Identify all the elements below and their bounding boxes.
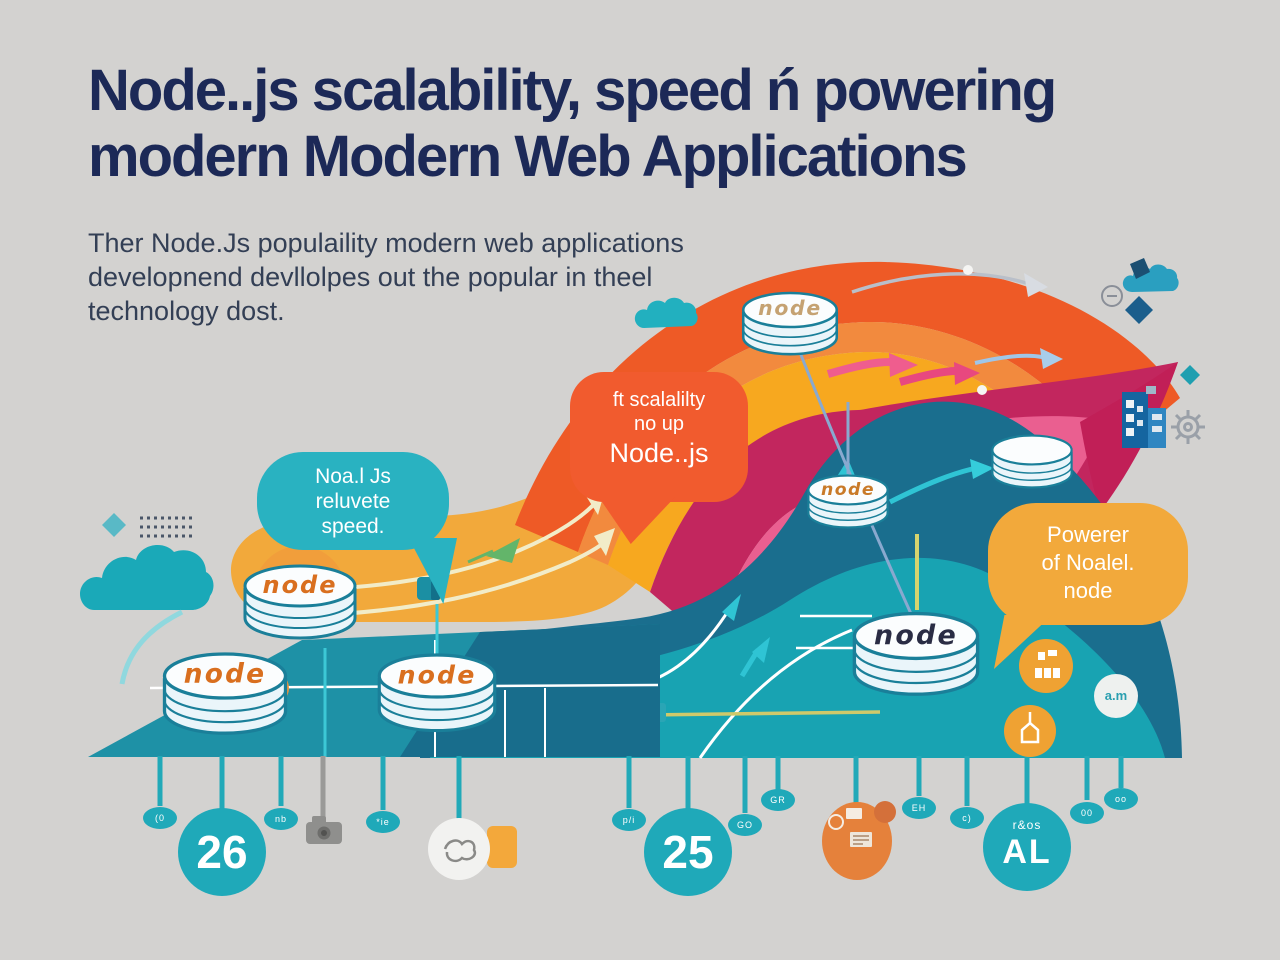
timeline-stems xyxy=(157,756,1124,820)
pink-arrowhead-1 xyxy=(889,353,918,377)
white-dot-2 xyxy=(977,385,987,395)
orange-badge-icon-2 xyxy=(1004,705,1056,757)
bubble-line: Powerer xyxy=(1047,522,1129,547)
node-cylinder-3: node xyxy=(377,653,497,733)
gray-top-arrow-tail xyxy=(851,272,1027,294)
building-icon xyxy=(1122,386,1166,448)
cylinder-label: node xyxy=(821,480,875,500)
mini-bubble: 00 xyxy=(1070,802,1104,824)
teal-arrow-into-cyl xyxy=(888,466,973,505)
page-subtitle: Ther Node.Js populaility modern web appl… xyxy=(88,226,684,328)
right-decorations xyxy=(634,258,1205,448)
speech-bubble-yellow: Powerer of Noalel. node xyxy=(988,503,1188,669)
subtitle-line-3: technology dost. xyxy=(88,296,285,326)
cloud-icon-left xyxy=(80,545,214,610)
subtitle-line-2: developnend devllolpes out the popular i… xyxy=(88,262,653,292)
bubble-line: ft scalalilty xyxy=(612,389,706,411)
bubble-line: node xyxy=(1063,578,1113,603)
mini-bubble: c) xyxy=(950,807,984,829)
navy-diamond-on-cloud xyxy=(1130,258,1150,279)
cylinder-label: node xyxy=(262,571,337,599)
node-cylinder-2: node xyxy=(162,652,288,735)
mini-bubble: EH xyxy=(902,797,936,819)
teal-arrowhead-right xyxy=(970,459,994,479)
lightblue-arrowhead xyxy=(1040,348,1063,369)
mini-bubble: nb xyxy=(264,808,298,830)
arc-orange xyxy=(515,261,1180,552)
stat-sublabel: r&os xyxy=(1012,818,1042,832)
camera-icon xyxy=(306,816,342,844)
bubble-line: Node..js xyxy=(609,438,709,468)
white-badge: a.m xyxy=(1094,674,1138,718)
orange-badge-icon-1 xyxy=(1019,639,1073,693)
stat-value: 26 xyxy=(196,826,248,878)
cloud-icon-middle xyxy=(634,297,698,328)
lightblue-arrow-tail xyxy=(974,353,1043,365)
cylinder-label: node xyxy=(398,660,477,689)
mini-bubble: GO xyxy=(728,814,762,836)
green-arrowhead xyxy=(486,538,520,563)
navy-diamond-icon xyxy=(1125,296,1153,324)
node-cylinder-4: node xyxy=(741,291,839,356)
title-line-1: Node..js scalability, speed ń powering xyxy=(88,58,1057,123)
cylinder-label: node xyxy=(184,659,267,690)
swirl-line xyxy=(119,609,184,685)
mini-bubble: (0 xyxy=(143,807,177,829)
left-decorations xyxy=(80,513,440,685)
small-diamond-icon xyxy=(102,513,126,537)
teal-arrowhead-up-2 xyxy=(752,637,770,663)
node-cylinder-5: node xyxy=(807,474,889,529)
gear-icon xyxy=(1171,410,1205,444)
mini-bubble: oo xyxy=(1104,788,1138,810)
stat-circle-al: r&os AL xyxy=(983,803,1071,891)
bubble-line: speed. xyxy=(321,515,385,538)
speech-bubble-orange: ft scalalilty no up Node..js xyxy=(570,372,748,544)
orange-blob-icon xyxy=(822,801,896,880)
green-arrow-tail xyxy=(467,549,494,564)
cylinder-label: node xyxy=(874,620,958,651)
stat-value: 25 xyxy=(662,826,714,878)
bubble-line: Noa.l Js xyxy=(315,465,391,488)
cylinder-label: node xyxy=(758,296,822,320)
arc-arrows xyxy=(826,265,1063,395)
node-cylinder-7 xyxy=(991,434,1073,489)
document-circle-icon xyxy=(428,818,517,880)
teal-arrowhead-up-1 xyxy=(722,594,741,621)
bubble-line: reluvete xyxy=(315,490,391,513)
mini-bubble: *ie xyxy=(366,811,400,833)
stat-circle-25: 25 xyxy=(644,808,732,896)
circle-dash-icon xyxy=(1101,285,1123,307)
subtitle-line-1: Ther Node.Js populaility modern web appl… xyxy=(88,228,684,258)
stat-value: AL xyxy=(1002,833,1052,871)
white-flow-curve-2 xyxy=(698,628,853,759)
node-cylinder-6: node xyxy=(852,611,980,696)
pink-arrow-tail-1 xyxy=(826,358,891,378)
stat-circle-26: 26 xyxy=(178,808,266,896)
cream-arrowhead-2 xyxy=(594,528,615,556)
mini-bubble: GR xyxy=(761,789,795,811)
pink-arrow-tail-2 xyxy=(898,367,957,386)
white-dot-1 xyxy=(963,265,973,275)
cream-arrow-tail-2 xyxy=(299,539,608,618)
title-line-2: modern Modern Web Applications xyxy=(88,124,968,189)
mini-bubble: p/i xyxy=(612,809,646,831)
page-title: Node..js scalability, speed ń powering m… xyxy=(88,58,1057,190)
bubble-line: no up xyxy=(633,413,685,435)
teal-diamond-small xyxy=(1180,365,1200,385)
speech-bubble-teal: Noa.l Js reluvete speed. xyxy=(257,452,457,604)
gray-top-arrowhead xyxy=(1024,273,1048,297)
bubble-line: of Noalel. xyxy=(1041,550,1135,575)
dot-grid-icon xyxy=(140,516,196,538)
node-cylinder-1: node xyxy=(243,564,357,640)
pink-arrowhead-2 xyxy=(954,362,980,385)
cloud-icon-right xyxy=(1122,264,1179,292)
